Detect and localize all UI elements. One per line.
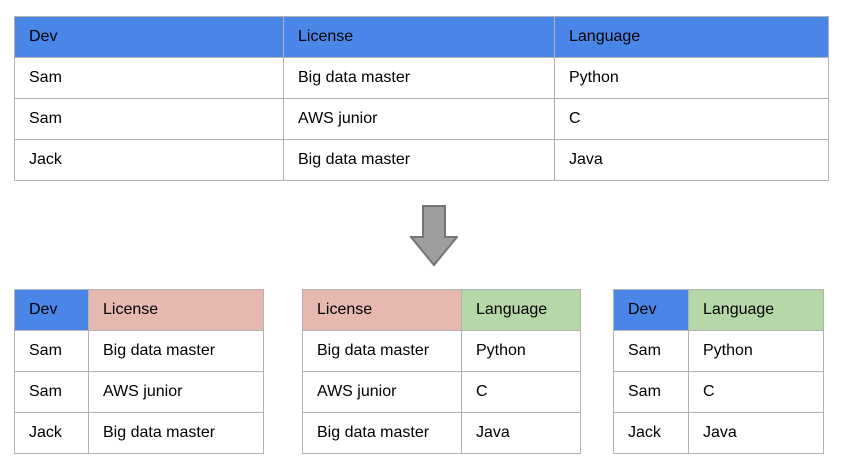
header-cell-license: License [302,289,462,331]
header-cell-dev: Dev [14,16,284,58]
table-cell: Java [554,139,829,181]
table-cell: C [461,371,581,413]
header-cell-language: Language [688,289,824,331]
table-cell: Sam [14,98,284,140]
table-cell: C [688,371,824,413]
table-cell: Python [461,330,581,372]
table-cell: Python [554,57,829,99]
table-cell: Java [461,412,581,454]
table-cell: Big data master [283,139,555,181]
table-cell: Sam [613,330,689,372]
table-cell: Sam [14,57,284,99]
table-cell: Jack [613,412,689,454]
header-cell-language: Language [554,16,829,58]
header-cell-dev: Dev [14,289,89,331]
table-cell: Big data master [88,412,264,454]
table-cell: AWS junior [88,371,264,413]
table-cell: Big data master [302,412,462,454]
header-cell-license: License [88,289,264,331]
table-cell: Java [688,412,824,454]
table-cell: Sam [14,330,89,372]
down-arrow-icon [410,205,458,267]
header-cell-language: Language [461,289,581,331]
table-cell: Big data master [88,330,264,372]
table-cell: AWS junior [302,371,462,413]
table-cell: Sam [14,371,89,413]
table-cell: Python [688,330,824,372]
table-cell: C [554,98,829,140]
header-cell-license: License [283,16,555,58]
table-cell: Jack [14,412,89,454]
down-arrow-shape [410,205,458,267]
header-cell-dev: Dev [613,289,689,331]
table-cell: AWS junior [283,98,555,140]
table-cell: Jack [14,139,284,181]
table-cell: Sam [613,371,689,413]
table-cell: Big data master [283,57,555,99]
table-cell: Big data master [302,330,462,372]
